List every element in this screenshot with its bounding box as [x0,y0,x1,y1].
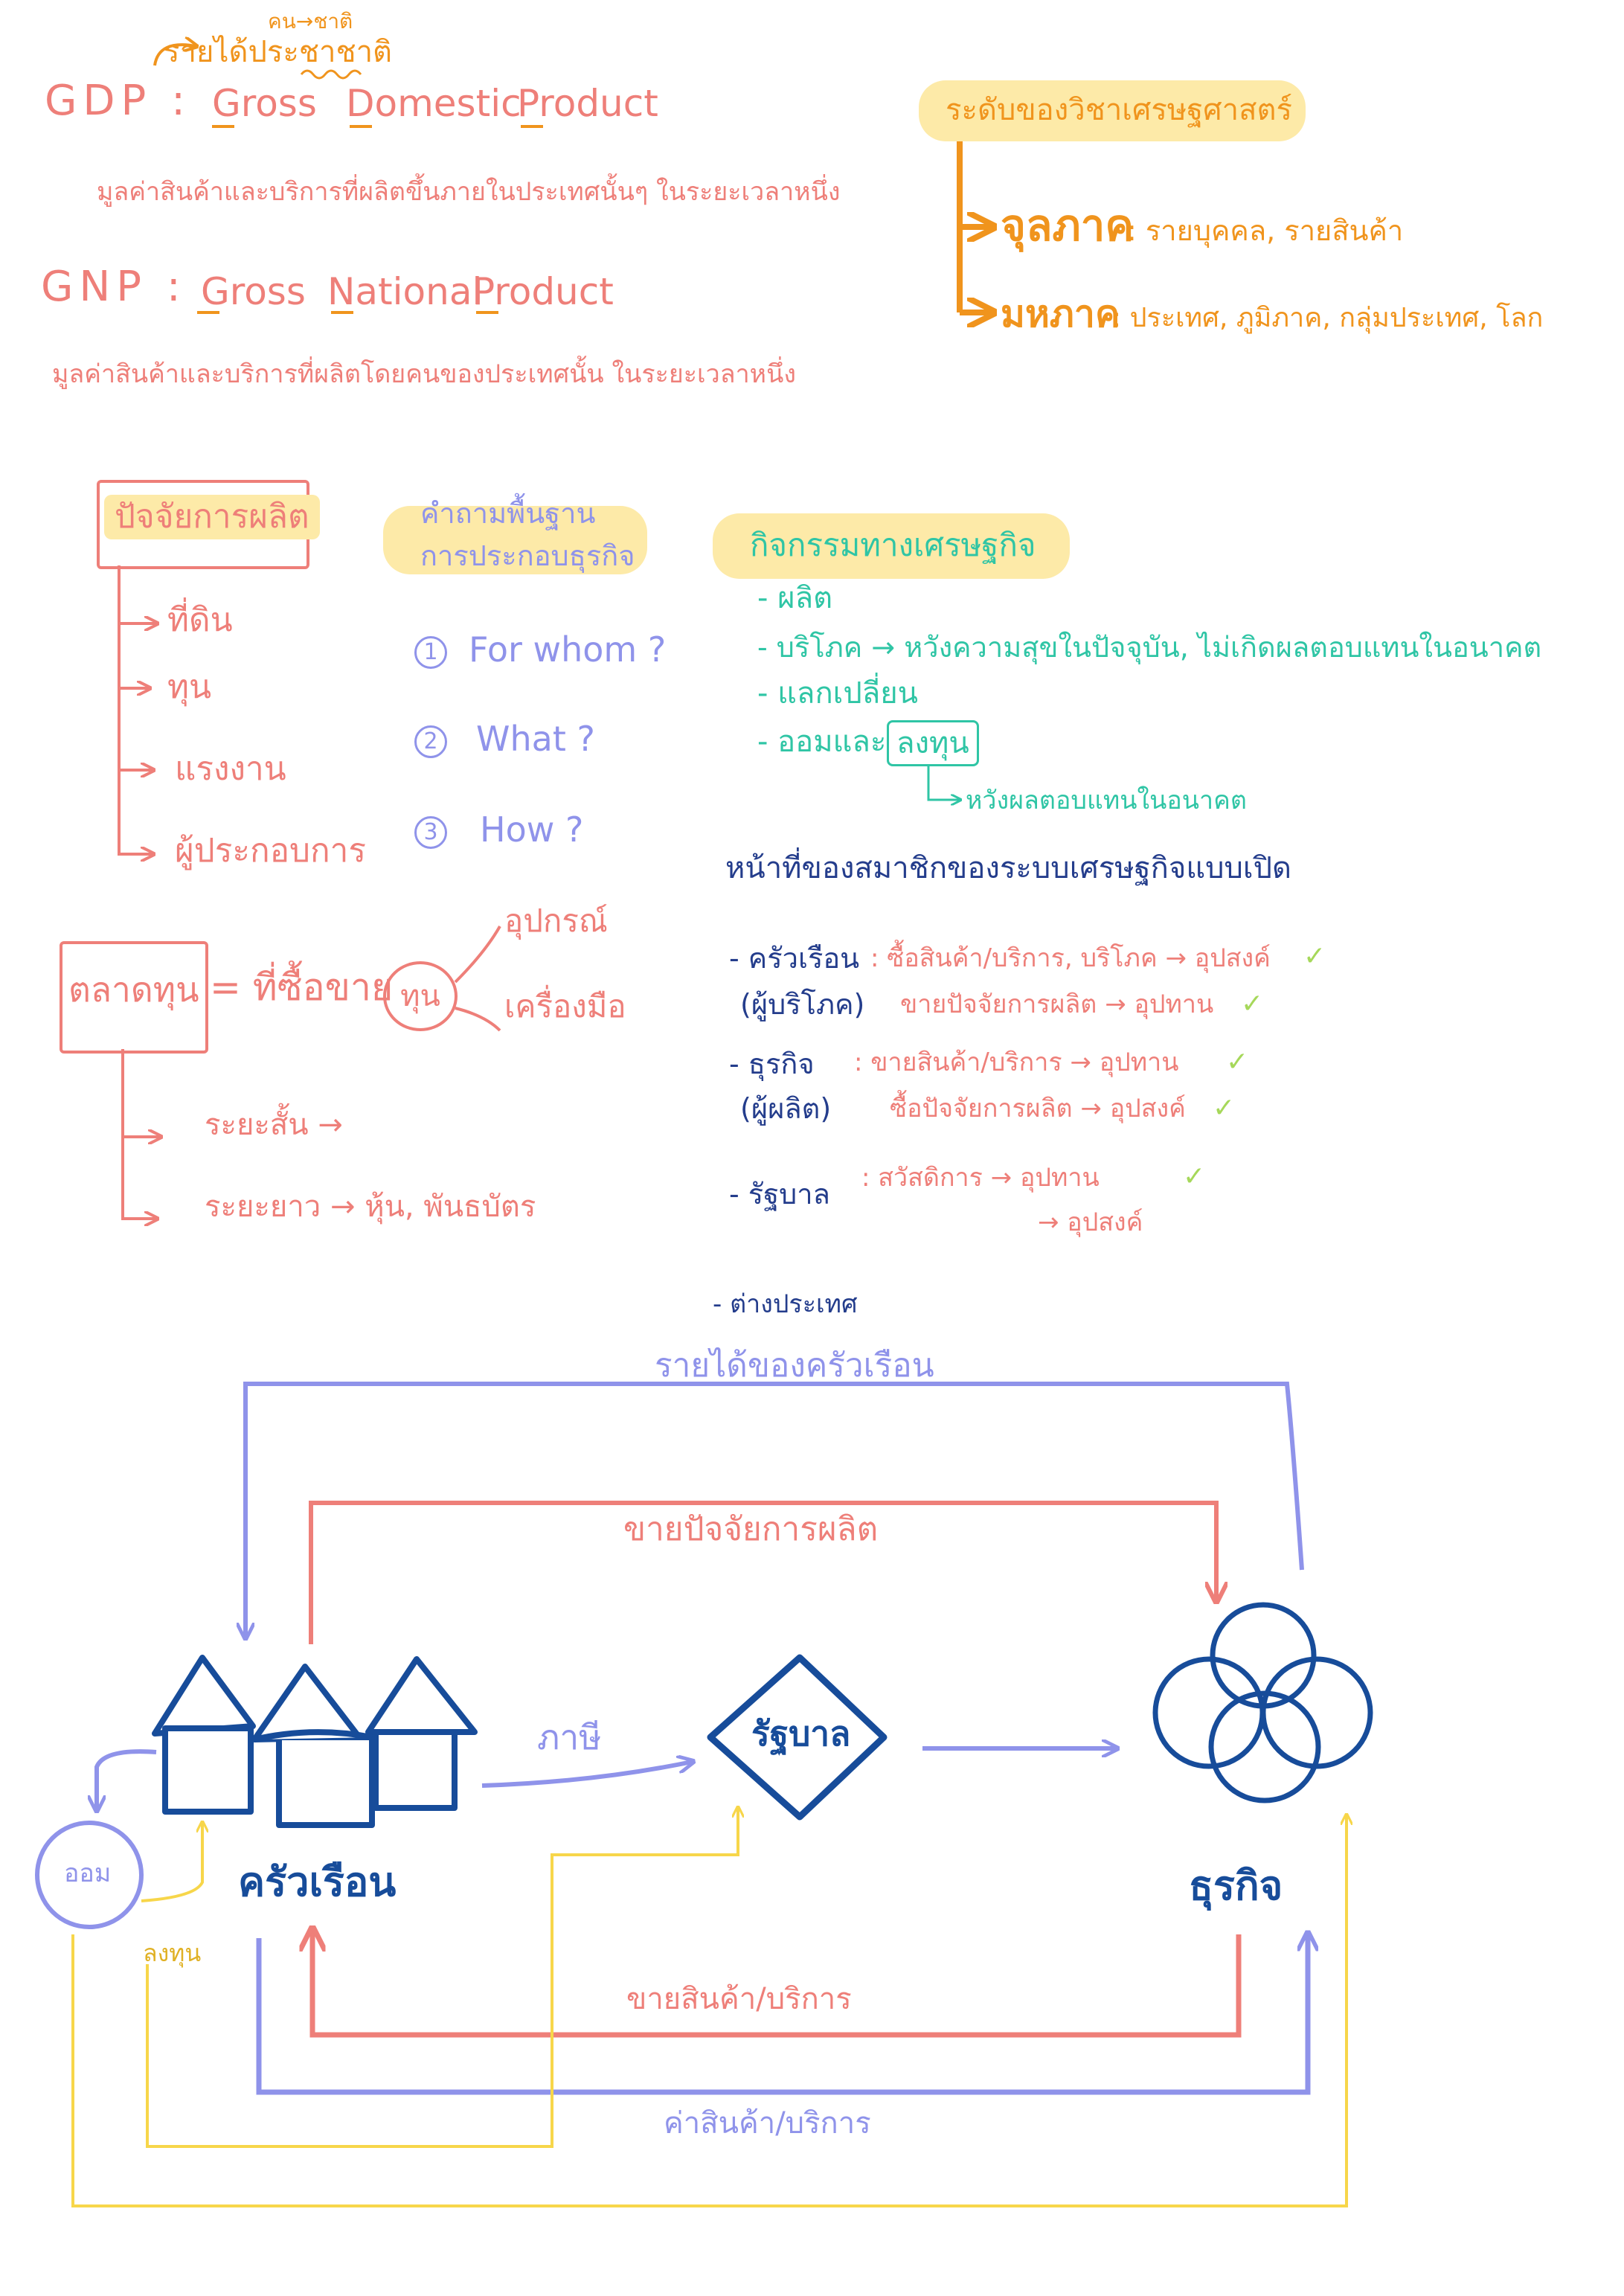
gdp-label: GDP : [45,77,191,125]
activity-invest-box: ลงทุน [887,720,979,766]
questions-highlight [383,506,647,574]
household-role-2: ขายปัจจัยการผลิต → อุปทาน [900,990,1214,1019]
capital-market-title: ตลาดทุน [68,969,199,1010]
household-icon [152,1655,478,1828]
capital-tools: เครื่องมือ [504,988,626,1024]
national-income-note: รายได้ประชาชาติ [164,35,393,69]
activity-consume: - บริโภค → หวังความสุขในปัจจุบัน, ไม่เกิ… [757,631,1542,664]
save-circle [35,1821,144,1929]
check-2: ✓ [1241,989,1264,1019]
label-business: ธุรกิจ [1189,1862,1283,1909]
activities-title: กิจกรรมทางเศรษฐกิจ [713,513,1070,579]
business-icon [1152,1602,1373,1803]
factors-bracket [118,565,156,856]
micro-title: จุลภาค [1001,200,1134,251]
gdp-definition: มูลค่าสินค้าและบริการที่ผลิตขึ้นภายในประ… [97,177,841,207]
label-sell-goods: ขายสินค้า/บริการ [626,1982,852,2016]
capital-market-box [60,941,208,1054]
check-5: ✓ [1183,1161,1206,1192]
questions-title-1: คำถามพื้นฐาน [420,497,596,530]
members-title: หน้าที่ของสมาชิกของระบบเศรษฐกิจแบบเปิด [725,851,1291,885]
label-invest: ลงทุน [143,1939,202,1967]
member-business: - ธุรกิจ [729,1048,815,1080]
label-government: รัฐบาล [751,1713,851,1754]
label-tax: ภาษี [537,1717,602,1757]
gdp-underlines [153,45,543,314]
gov-role-1: : สวัสดิการ → อุปทาน [861,1163,1100,1193]
capital-market-equals: = ที่ซื้อขาย [210,966,394,1009]
label-household-income: รายได้ของครัวเรือน [655,1347,934,1385]
check-3: ✓ [1226,1047,1249,1077]
member-business-sub: (ผู้ผลิต) [740,1092,832,1125]
label-goods-cost: ค่าสินค้า/บริการ [664,2106,871,2141]
gdp-gross: Gross [212,82,317,125]
question-num-1: 1 [414,636,447,669]
capital-equipment: อุปกรณ์ [504,902,608,939]
factor-capital: ทุน [167,668,212,706]
activity-exchange: - แลกเปลี่ยน [757,676,919,711]
gnp-label: GNP : [41,263,187,311]
gdp-product: Product [517,82,658,125]
activity-invest-note: หวังผลตอบแทนในอนาคต [966,786,1247,815]
factor-entrepreneur: ผู้ประกอบการ [175,832,366,870]
factor-labor: แรงงาน [175,750,286,788]
question-num-3: 3 [414,816,447,849]
levels-bracket [957,141,991,312]
capital-bracket [121,926,501,1220]
business-role-2: ซื้อปัจจัยการผลิต → อุปสงค์ [890,1094,1186,1123]
invest-arrow [927,766,960,800]
member-household-sub: (ผู้บริโภค) [740,988,865,1021]
gnp-gross: Gross [201,270,306,313]
member-household: - ครัวเรือน [729,942,860,975]
factor-land: ที่ดิน [167,601,233,639]
long-term: ระยะยาว → หุ้น, พันธบัตร [205,1190,536,1224]
gnp-product: Product [472,270,614,313]
label-save: ออม [64,1859,112,1888]
macro-title: มหภาค [1001,292,1120,336]
gov-role-2: → อุปสงค์ [1038,1208,1143,1237]
question-num-2: 2 [414,725,447,758]
activity-produce: - ผลิต [757,581,833,615]
gnp-national: National [327,270,483,313]
levels-title: ระดับของวิชาเศรษฐศาสตร์ [919,80,1306,141]
activity-save-invest: - ออมและ [757,725,887,759]
factors-title: ปัจจัยการผลิต [104,495,320,540]
flow-diagram [35,1382,1373,2207]
household-role-1: : ซื้อสินค้า/บริการ, บริโภค → อุปสงค์ [870,943,1271,973]
government-icon [707,1654,888,1821]
questions-title-2: การประกอบธุรกิจ [420,539,635,572]
gdp-domestic: Domestic [346,82,521,125]
member-government: - รัฐบาล [729,1178,830,1210]
member-foreign: - ต่างประเทศ [713,1289,858,1319]
check-4: ✓ [1213,1093,1236,1123]
business-role-1: : ขายสินค้า/บริการ → อุปทาน [854,1048,1179,1077]
gnp-definition: มูลค่าสินค้าและบริการที่ผลิตโดยคนของประเ… [52,359,796,389]
question-how: How ? [480,809,584,850]
short-term: ระยะสั้น → [205,1108,343,1142]
label-sell-factors: ขายปัจจัยการผลิต [623,1510,879,1548]
question-what: What ? [476,719,595,759]
nation-note: คน→ชาติ [268,9,353,33]
macro-desc: : ประเทศ, ภูมิภาค, กลุ่มประเทศ, โลก [1112,303,1544,333]
question-for-whom: For whom ? [469,629,667,670]
label-households: ครัวเรือน [238,1859,397,1905]
micro-desc: : รายบุคคล, รายสินค้า [1127,214,1404,247]
check-1: ✓ [1303,941,1326,972]
capital-circle: ทุน [383,961,458,1031]
